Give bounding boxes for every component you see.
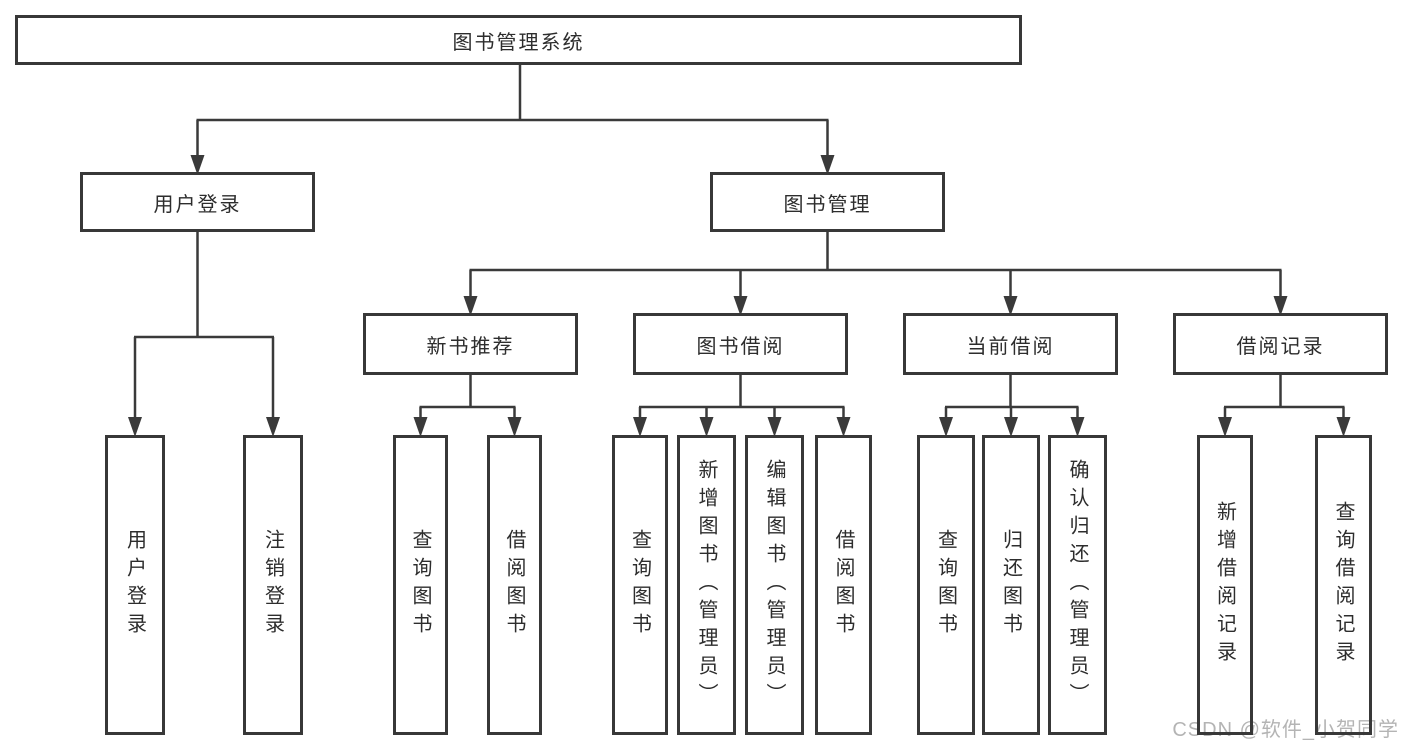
node-book-management: 图书管理	[710, 172, 945, 232]
leaf-logout-label: 注销登录	[261, 529, 284, 641]
leaf-query-book-3: 查询图书	[917, 435, 975, 735]
node-root: 图书管理系统	[15, 15, 1022, 65]
leaf-borrow-book-2: 借阅图书	[815, 435, 872, 735]
csdn-watermark: CSDN @软件_小贺同学	[1172, 719, 1399, 741]
leaf-query-borrow-record-label: 查询借阅记录	[1332, 501, 1354, 669]
node-book-borrow: 图书借阅	[633, 313, 848, 375]
leaf-return-book: 归还图书	[982, 435, 1040, 735]
leaf-borrow-book-1-label: 借阅图书	[503, 529, 525, 641]
leaf-query-book-2-label: 查询图书	[628, 529, 651, 641]
leaf-logout: 注销登录	[243, 435, 303, 735]
leaf-add-book-admin: 新增图书（管理员）	[677, 435, 736, 735]
leaf-add-borrow-record: 新增借阅记录	[1197, 435, 1253, 735]
leaf-query-book-3-label: 查询图书	[934, 529, 957, 641]
leaf-query-book-2: 查询图书	[612, 435, 668, 735]
leaf-user-login: 用户登录	[105, 435, 165, 735]
leaf-borrow-book-2-label: 借阅图书	[832, 529, 854, 641]
leaf-add-borrow-record-label: 新增借阅记录	[1213, 501, 1236, 669]
node-new-book-recommend-label: 新书推荐	[426, 335, 515, 358]
node-current-borrow-label: 当前借阅	[966, 335, 1055, 358]
node-book-management-label: 图书管理	[783, 193, 872, 216]
node-borrow-record-label: 借阅记录	[1236, 335, 1325, 358]
node-current-borrow: 当前借阅	[903, 313, 1118, 375]
leaf-edit-book-admin: 编辑图书（管理员）	[745, 435, 804, 735]
node-root-label: 图书管理系统	[452, 31, 585, 54]
leaf-borrow-book-1: 借阅图书	[487, 435, 542, 735]
leaf-user-login-label: 用户登录	[123, 529, 146, 641]
node-user-login: 用户登录	[80, 172, 315, 232]
leaf-query-borrow-record: 查询借阅记录	[1315, 435, 1372, 735]
node-borrow-record: 借阅记录	[1173, 313, 1388, 375]
leaf-query-book-1-label: 查询图书	[409, 529, 431, 641]
leaf-query-book-1: 查询图书	[393, 435, 448, 735]
leaf-add-book-admin-label: 新增图书（管理员）	[695, 459, 717, 711]
node-new-book-recommend: 新书推荐	[363, 313, 578, 375]
leaf-confirm-return-admin-label: 确认归还（管理员）	[1066, 459, 1088, 711]
leaf-edit-book-admin-label: 编辑图书（管理员）	[763, 459, 785, 711]
leaf-return-book-label: 归还图书	[999, 529, 1022, 641]
leaf-confirm-return-admin: 确认归还（管理员）	[1048, 435, 1107, 735]
node-book-borrow-label: 图书借阅	[696, 335, 785, 358]
node-user-login-label: 用户登录	[153, 193, 242, 216]
